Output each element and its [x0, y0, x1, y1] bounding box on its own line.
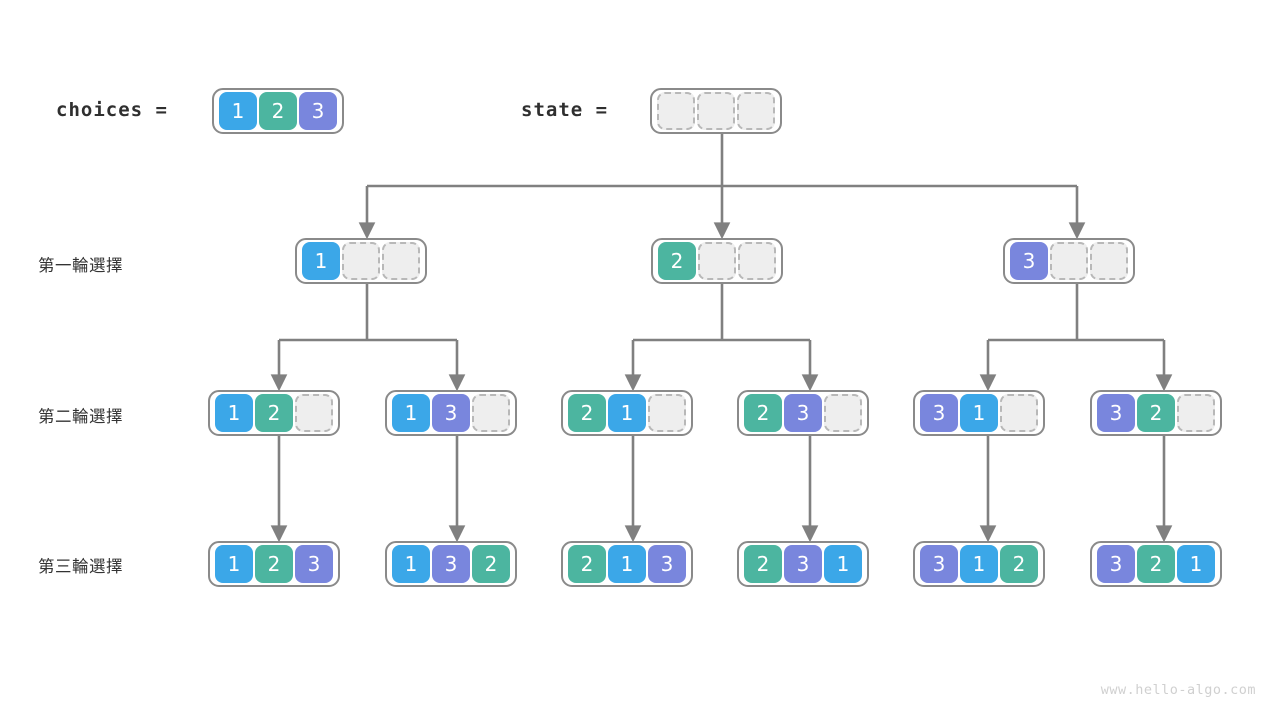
cell-0: 3 — [1097, 394, 1135, 432]
cell-1: 2 — [1137, 545, 1175, 583]
cell-2 — [295, 394, 333, 432]
cell-1: 1 — [960, 394, 998, 432]
state-cell-1 — [697, 92, 735, 130]
cell-1: 1 — [608, 394, 646, 432]
tree-node-32: 3 2 — [1090, 390, 1222, 436]
cell-1: 1 — [960, 545, 998, 583]
cell-0: 3 — [920, 394, 958, 432]
cell-2 — [738, 242, 776, 280]
cell-0: 3 — [1097, 545, 1135, 583]
cell-1: 1 — [608, 545, 646, 583]
tree-node-321: 3 2 1 — [1090, 541, 1222, 587]
cell-2 — [1000, 394, 1038, 432]
state-cell-0 — [657, 92, 695, 130]
watermark: www.hello-algo.com — [1100, 682, 1256, 698]
tree-node-3: 3 — [1003, 238, 1135, 284]
cell-0: 1 — [392, 545, 430, 583]
tree-node-31: 3 1 — [913, 390, 1045, 436]
row-label-round-1: 第一輪選擇 — [38, 256, 123, 275]
state-array — [650, 88, 782, 134]
cell-0: 2 — [568, 394, 606, 432]
cell-2 — [648, 394, 686, 432]
tree-node-12: 1 2 — [208, 390, 340, 436]
tree-node-132: 1 3 2 — [385, 541, 517, 587]
row-label-round-2: 第二輪選擇 — [38, 407, 123, 426]
cell-1: 3 — [432, 394, 470, 432]
row-label-round-3: 第三輪選擇 — [38, 557, 123, 576]
cell-0: 1 — [215, 394, 253, 432]
cell-1: 3 — [432, 545, 470, 583]
cell-0: 3 — [920, 545, 958, 583]
cell-0: 2 — [658, 242, 696, 280]
tree-node-13: 1 3 — [385, 390, 517, 436]
cell-2 — [382, 242, 420, 280]
cell-1 — [1050, 242, 1088, 280]
cell-0: 1 — [392, 394, 430, 432]
cell-0: 3 — [1010, 242, 1048, 280]
cell-1: 2 — [255, 394, 293, 432]
cell-2: 1 — [824, 545, 862, 583]
state-cell-2 — [737, 92, 775, 130]
cell-2: 3 — [648, 545, 686, 583]
cell-2 — [824, 394, 862, 432]
choices-cell-1: 2 — [259, 92, 297, 130]
tree-node-231: 2 3 1 — [737, 541, 869, 587]
tree-node-21: 2 1 — [561, 390, 693, 436]
tree-node-123: 1 2 3 — [208, 541, 340, 587]
cell-0: 2 — [744, 394, 782, 432]
choices-cell-2: 3 — [299, 92, 337, 130]
cell-2 — [1090, 242, 1128, 280]
tree-node-1: 1 — [295, 238, 427, 284]
cell-1 — [342, 242, 380, 280]
cell-2 — [472, 394, 510, 432]
tree-node-312: 3 1 2 — [913, 541, 1045, 587]
cell-1: 2 — [255, 545, 293, 583]
cell-1: 2 — [1137, 394, 1175, 432]
cell-2: 2 — [1000, 545, 1038, 583]
cell-2: 3 — [295, 545, 333, 583]
cell-1: 3 — [784, 394, 822, 432]
choices-cell-0: 1 — [219, 92, 257, 130]
tree-node-213: 2 1 3 — [561, 541, 693, 587]
cell-2 — [1177, 394, 1215, 432]
choices-array: 1 2 3 — [212, 88, 344, 134]
cell-2: 1 — [1177, 545, 1215, 583]
cell-2: 2 — [472, 545, 510, 583]
tree-node-23: 2 3 — [737, 390, 869, 436]
cell-0: 2 — [744, 545, 782, 583]
cell-0: 1 — [302, 242, 340, 280]
cell-1 — [698, 242, 736, 280]
state-label: state = — [521, 99, 609, 121]
cell-0: 1 — [215, 545, 253, 583]
cell-0: 2 — [568, 545, 606, 583]
tree-node-2: 2 — [651, 238, 783, 284]
choices-label: choices = — [56, 99, 168, 121]
cell-1: 3 — [784, 545, 822, 583]
